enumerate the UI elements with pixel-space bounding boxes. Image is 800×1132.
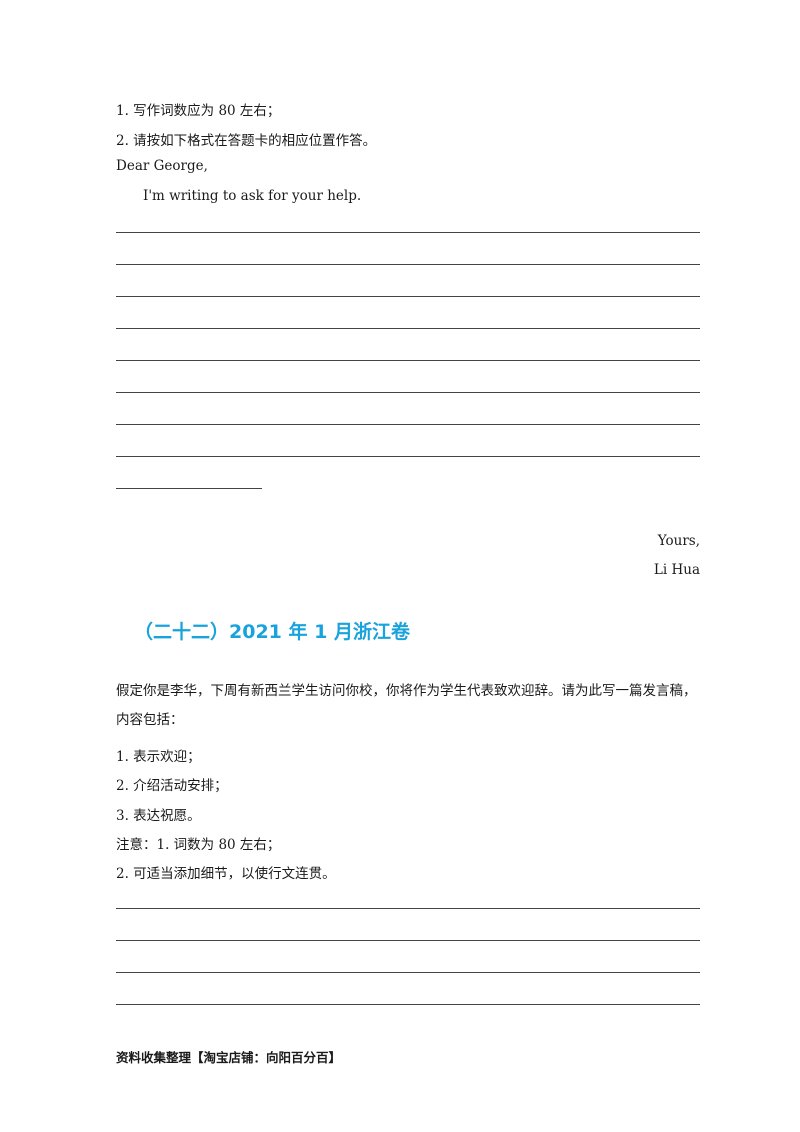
writing-line	[116, 424, 700, 425]
requirement-2: 2. 请按如下格式在答题卡的相应位置作答。	[116, 133, 377, 149]
letter-signature: Li Hua	[653, 562, 700, 578]
task-prompt: 假定你是李华，下周有新西兰学生访问你校，你将作为学生代表致欢迎辞。请为此写一篇发…	[116, 683, 697, 728]
requirement-1: 1. 写作词数应为 80 左右；	[116, 103, 281, 119]
writing-line	[116, 940, 700, 941]
content-point-3: 3. 表达祝愿。	[116, 808, 201, 824]
content-point-1: 1. 表示欢迎；	[116, 749, 201, 765]
note-2: 2. 可适当添加细节，以使行文连贯。	[116, 866, 336, 882]
writing-line	[116, 972, 700, 973]
writing-line	[116, 908, 700, 909]
content-point-2: 2. 介绍活动安排；	[116, 778, 228, 794]
writing-line	[116, 456, 700, 457]
writing-line	[116, 392, 700, 393]
note-1: 注意：1. 词数为 80 左右；	[116, 837, 281, 853]
writing-line-short	[116, 488, 262, 489]
writing-line	[116, 360, 700, 361]
writing-line	[116, 328, 700, 329]
writing-line	[116, 1004, 700, 1005]
letter-closing: Yours,	[657, 533, 700, 549]
section-heading: （二十二）2021 年 1 月浙江卷	[134, 621, 410, 643]
writing-line	[116, 232, 700, 233]
writing-line	[116, 264, 700, 265]
writing-line	[116, 296, 700, 297]
page-footer: 资料收集整理【淘宝店铺：向阳百分百】	[116, 1050, 342, 1065]
letter-opening: I'm writing to ask for your help.	[143, 188, 362, 204]
letter-greeting: Dear George,	[116, 158, 208, 174]
